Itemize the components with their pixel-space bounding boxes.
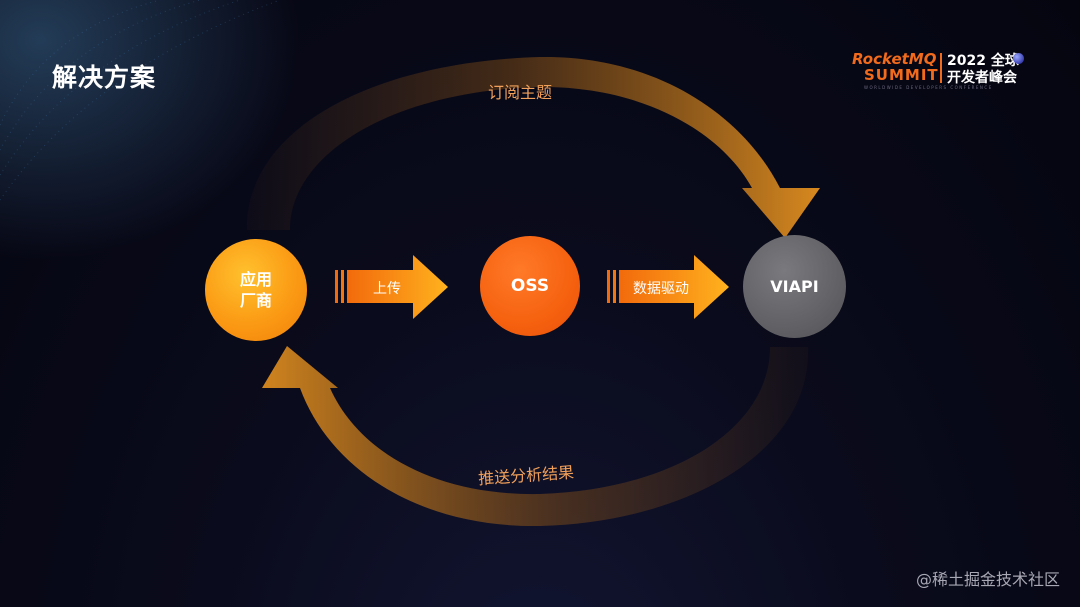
globe-icon xyxy=(1013,53,1024,64)
viapi-label: VIAPI xyxy=(770,277,819,296)
logo-event: 开发者峰会 xyxy=(947,70,1017,86)
data-driven-arrow xyxy=(607,255,729,319)
watermark: @稀土掘金技术社区 xyxy=(915,570,1060,589)
subscribe-loop-arrow xyxy=(246,56,821,239)
app-vendor-label-line1: 应用 xyxy=(239,270,272,289)
logo-divider xyxy=(940,53,942,83)
logo-year: 2022 全球 xyxy=(947,53,1019,69)
upload-arrow xyxy=(335,255,448,319)
app-vendor-label-line2: 厂商 xyxy=(239,291,272,310)
logo-brand-line2: SUMMIT xyxy=(864,66,939,84)
page-title: 解决方案 xyxy=(52,63,157,92)
subscribe-label: 订阅主题 xyxy=(488,83,553,102)
app-vendor-node: 应用 厂商 xyxy=(205,239,307,341)
data-driven-label: 数据驱动 xyxy=(633,281,689,297)
upload-label: 上传 xyxy=(373,281,401,297)
corner-arcs xyxy=(0,0,281,201)
oss-label: OSS xyxy=(510,276,550,296)
push-results-loop-arrow xyxy=(262,346,809,527)
viapi-node: VIAPI xyxy=(743,235,846,338)
oss-node: OSS xyxy=(480,236,580,336)
logo-brand-line1: RocketMQ xyxy=(852,50,937,68)
logo-tagline: WORLDWIDE DEVELOPERS CONFERENCE xyxy=(864,85,993,90)
rocketmq-summit-logo: RocketMQ SUMMIT 2022 全球 开发者峰会 WORLDWIDE … xyxy=(850,50,1040,94)
